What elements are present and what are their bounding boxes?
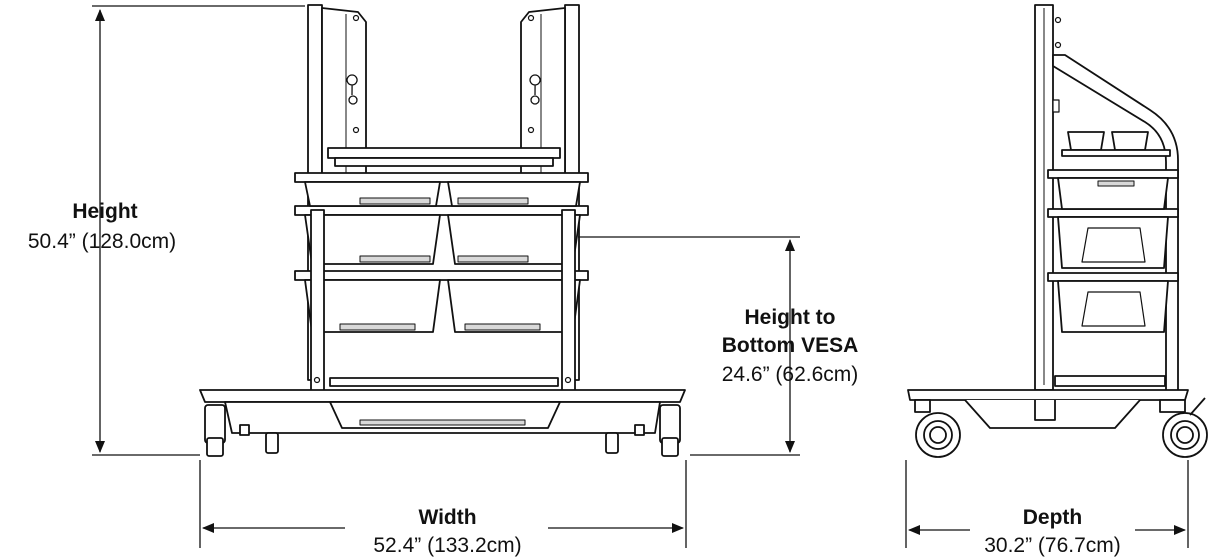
vesa-value: 24.6” (62.6cm) [721,363,859,386]
depth-value: 30.2” (76.7cm) [984,534,1121,557]
width-label: Width [418,506,477,529]
front-casters [204,404,681,457]
depth-label: Depth [1022,506,1083,529]
height-dimension [92,5,305,456]
height-label: Height [72,200,138,223]
vesa-label-line2: Bottom VESA [721,334,859,357]
width-dimension [199,460,687,548]
cart-front-view [199,4,686,457]
vesa-label-line1: Height to [744,306,836,329]
side-wheels [914,397,1208,458]
cart-side-view [907,4,1208,458]
depth-dimension [905,460,1189,548]
height-value: 50.4” (128.0cm) [27,230,177,253]
width-value: 52.4” (133.2cm) [373,534,522,557]
vesa-height-dimension [578,236,800,456]
